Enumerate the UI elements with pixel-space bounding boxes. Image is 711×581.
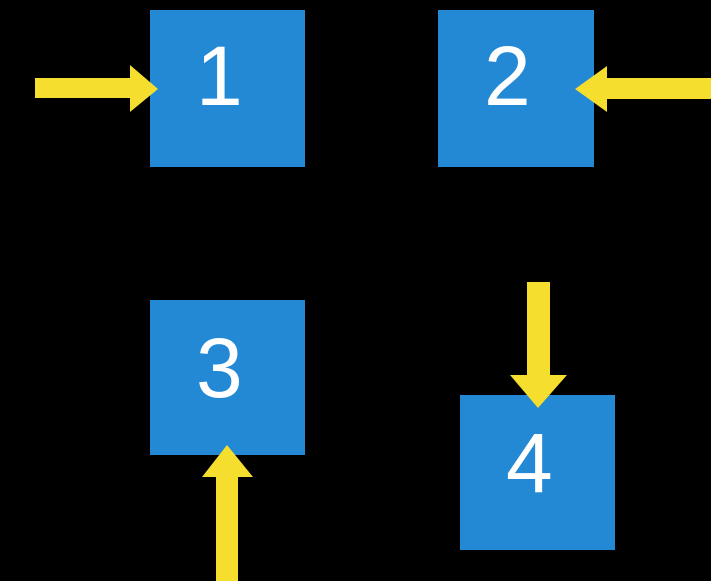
arrow-into-node-3-tip-shape: [219, 445, 236, 455]
arrow-into-node-1-tip-shape: [150, 82, 158, 96]
node-box-2[interactable]: [438, 10, 594, 167]
node-box-3[interactable]: [150, 300, 305, 455]
node-label-1: 1: [196, 29, 243, 123]
node-label-3: 3: [196, 321, 243, 415]
arrow-into-node-2-tip-shape: [575, 75, 594, 103]
node-box-4[interactable]: [460, 395, 615, 550]
arrow-into-node-4-tip-shape: [526, 395, 550, 408]
arrow-into-node-3-shape: [202, 445, 253, 581]
arrow-into-node-3: [202, 445, 253, 581]
node-label-4: 4: [506, 416, 553, 510]
arrow-into-node-4-shape: [510, 282, 567, 408]
arrow-into-node-2: [575, 66, 711, 112]
arrow-into-node-1: [35, 65, 158, 112]
arrow-into-node-1-shape: [35, 65, 158, 112]
arrow-into-node-2-shape: [575, 66, 711, 112]
node-label-2: 2: [484, 29, 531, 123]
node-box-1[interactable]: [150, 10, 305, 167]
